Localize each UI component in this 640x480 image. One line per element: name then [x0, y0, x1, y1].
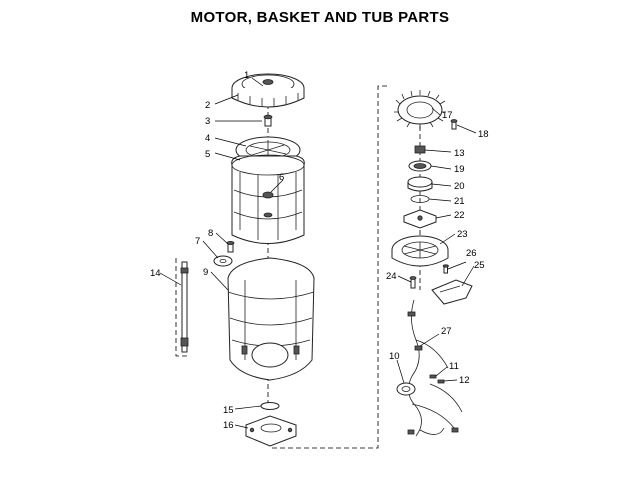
callout-1: 1 [244, 70, 249, 81]
rotor-sensor-part [431, 279, 473, 305]
callout-5: 5 [205, 149, 210, 160]
collar-part [407, 176, 433, 192]
leader-lines [159, 77, 477, 429]
callout-27: 27 [441, 326, 452, 337]
callout-20: 20 [454, 181, 465, 192]
callout-17: 17 [442, 110, 453, 121]
callout-7: 7 [195, 236, 200, 247]
callout-4: 4 [205, 133, 210, 144]
callout-18: 18 [478, 129, 489, 140]
balance-ring-part [231, 73, 305, 108]
harness-grommet-part [396, 382, 416, 396]
callout-24: 24 [386, 271, 397, 282]
callout-2: 2 [205, 100, 210, 111]
assembly-connector-line [272, 85, 390, 449]
callout-9: 9 [203, 267, 208, 278]
callout-6: 6 [279, 172, 284, 183]
hub-plate-part [403, 209, 437, 229]
callout-3: 3 [205, 116, 210, 127]
tub-bolt-part [226, 240, 235, 253]
callout-10: 10 [389, 351, 400, 362]
wire-harness-part [407, 299, 463, 437]
tub-seal-part [260, 402, 280, 410]
callout-15: 15 [223, 405, 234, 416]
callout-19: 19 [454, 164, 465, 175]
sensor-screw-part [442, 264, 449, 274]
callout-23: 23 [457, 229, 468, 240]
callout-8: 8 [208, 228, 213, 239]
outer-tub-part [227, 257, 315, 381]
callout-25: 25 [474, 260, 485, 271]
tub-base-part [245, 415, 297, 447]
bearing-part [408, 160, 432, 172]
callout-16: 16 [223, 420, 234, 431]
stator-part [394, 90, 446, 129]
callout-26: 26 [466, 248, 477, 259]
hub-bolt-part [263, 114, 273, 127]
harness-clip-part [429, 374, 445, 384]
stator-screw-part [450, 119, 458, 130]
part-number-callouts: 1 2 3 4 5 6 7 8 9 10 11 12 13 14 15 16 1… [150, 70, 489, 431]
rotor-bolt-part [409, 276, 417, 289]
wash-basket-part [231, 136, 305, 244]
callout-22: 22 [454, 210, 465, 221]
diagram-title: MOTOR, BASKET AND TUB PARTS [190, 9, 450, 26]
mounting-rod-part [175, 258, 190, 357]
callout-11: 11 [449, 361, 459, 372]
tub-washer-part [213, 255, 233, 267]
rotor-nut-part [414, 145, 426, 154]
callout-14: 14 [150, 268, 161, 279]
callout-12: 12 [459, 375, 470, 386]
rotor-part [391, 235, 449, 267]
callout-21: 21 [454, 196, 465, 207]
callout-13: 13 [454, 148, 465, 159]
